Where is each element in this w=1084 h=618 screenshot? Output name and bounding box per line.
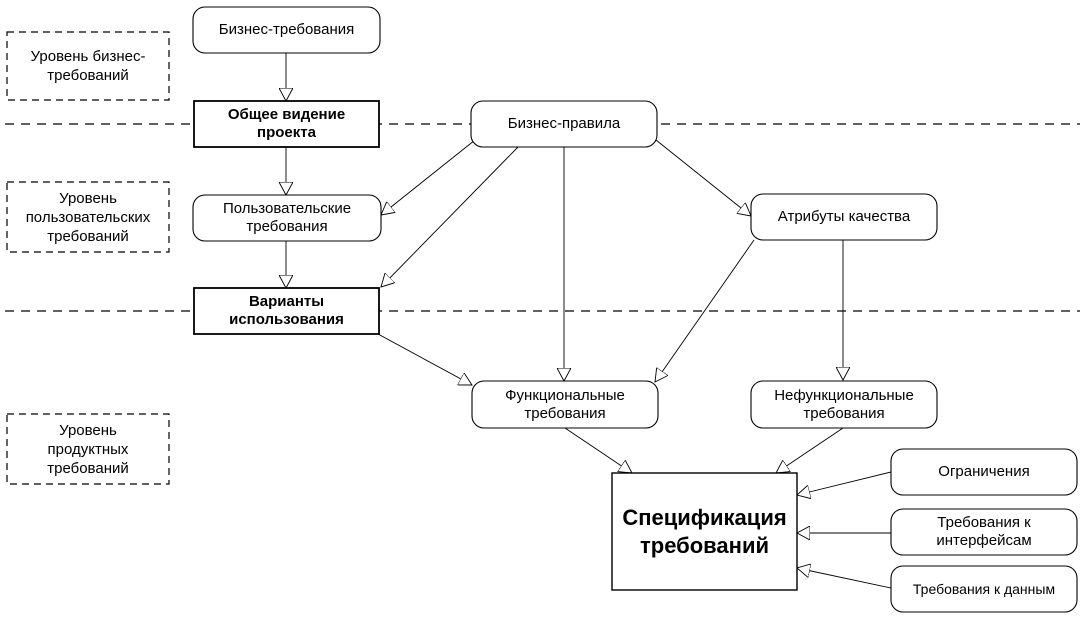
arrow-rules-to-user-req xyxy=(381,139,476,215)
arrow-use-cases-to-functional xyxy=(377,333,472,385)
arrow-nonfunctional-to-spec xyxy=(776,427,844,473)
arrow-functional-to-spec xyxy=(564,427,632,473)
business-requirements-node xyxy=(192,6,381,54)
constraints-node xyxy=(890,448,1078,496)
data-requirements-node xyxy=(890,565,1078,613)
nonfunctional-requirements-node xyxy=(750,380,938,429)
business-rules-node xyxy=(470,100,658,148)
arrow-rules-to-quality xyxy=(655,139,751,216)
arrow-constraints-to-spec xyxy=(797,471,892,495)
business-level-box xyxy=(6,31,170,101)
user-requirements-node xyxy=(192,194,382,242)
arrow-quality-to-functional xyxy=(655,239,755,382)
arrow-rules-to-use-cases xyxy=(381,146,519,287)
user-level-box xyxy=(6,181,170,253)
requirements-specification-node xyxy=(611,472,798,591)
quality-attributes-node xyxy=(750,193,938,241)
interface-requirements-node xyxy=(890,508,1078,556)
arrow-data-to-spec xyxy=(797,568,892,589)
project-vision-node xyxy=(193,100,380,148)
use-cases-node xyxy=(193,287,380,335)
functional-requirements-node xyxy=(471,380,659,429)
product-level-box xyxy=(6,413,170,485)
